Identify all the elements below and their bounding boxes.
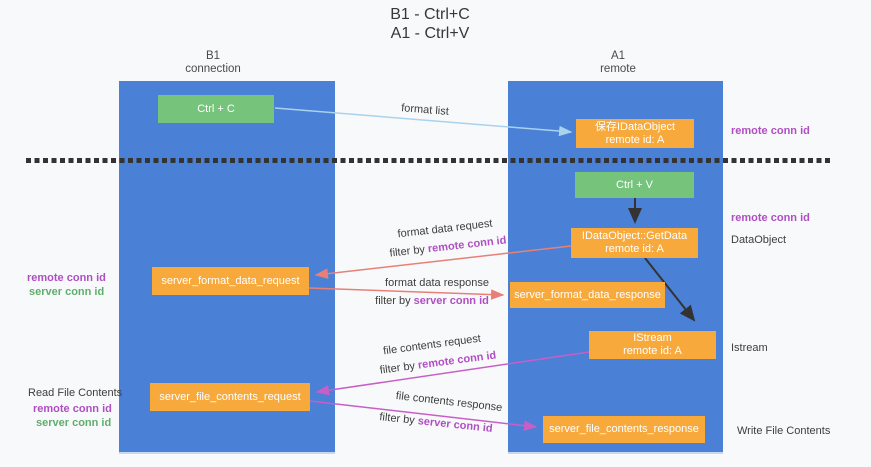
server-file-contents-response-node: server_file_contents_response xyxy=(543,416,705,443)
filter-key-remote-conn-id: remote conn id xyxy=(427,234,507,256)
filter-by-text: filter by xyxy=(389,243,429,260)
idataobject-getdata-node: IDataObject::GetData remote id: A xyxy=(571,228,698,258)
title-line-b1: B1 - Ctrl+C xyxy=(390,6,470,23)
annotation-left-server-conn-id: server conn id xyxy=(29,286,105,298)
right-column-header: A1 remote xyxy=(558,50,678,76)
save-idataobject-line2: remote id: A xyxy=(605,133,665,146)
ctrl-v-label: Ctrl + V xyxy=(616,178,653,191)
right-column-role: remote xyxy=(600,63,636,75)
left-column-header: B1 connection xyxy=(153,50,273,76)
annotation-remote-conn-id-mid: remote conn id xyxy=(731,212,810,224)
right-column-name: A1 xyxy=(610,50,626,62)
annotation-dataobject: DataObject xyxy=(731,234,787,246)
istream-line1: IStream xyxy=(633,332,672,344)
server-file-contents-request-label: server_file_contents_request xyxy=(159,390,301,403)
annotation-read-remote-conn-id: remote conn id xyxy=(33,403,112,415)
filter-key-server-conn-id: server conn id xyxy=(413,295,489,307)
left-column-role: connection xyxy=(185,63,241,75)
server-format-data-response-label: server_format_data_response xyxy=(514,288,661,301)
annotation-read-file-contents: Read File Contents xyxy=(28,387,123,399)
filter-key-remote-conn-id: remote conn id xyxy=(417,349,497,372)
server-file-contents-response-label: server_file_contents_response xyxy=(549,423,699,435)
ctrl-c-label: Ctrl + C xyxy=(197,102,235,115)
ctrl-c-node: Ctrl + C xyxy=(158,95,274,123)
server-file-contents-request-node: server_file_contents_request xyxy=(150,383,310,411)
server-format-data-response-node: server_format_data_response xyxy=(510,282,665,308)
istream-node: IStream remote id: A xyxy=(589,331,716,359)
annotation-left-remote-conn-id: remote conn id xyxy=(27,272,106,284)
format-data-response-arrow xyxy=(308,287,505,300)
filter-by-text: filter by xyxy=(378,411,419,428)
filter-key-server-conn-id: server conn id xyxy=(417,415,494,435)
edge-label-file-contents-response-filter: filter by server conn id xyxy=(379,411,493,435)
ctrl-v-node: Ctrl + V xyxy=(575,172,694,198)
filter-by-text: filter by xyxy=(375,295,414,307)
title-line-a1: A1 - Ctrl+V xyxy=(390,25,470,42)
getdata-line1: IDataObject::GetData xyxy=(581,230,688,242)
server-format-data-request-node: server_format_data_request xyxy=(152,267,309,295)
annotation-write-file-contents: Write File Contents xyxy=(737,425,831,437)
server-format-data-request-label: server_format_data_request xyxy=(161,274,300,287)
getdata-line2: remote id: A xyxy=(605,243,664,255)
edge-label-format-data-response: format data response xyxy=(385,277,489,289)
left-column-name: B1 xyxy=(205,50,221,62)
annotation-read-server-conn-id: server conn id xyxy=(36,417,112,429)
edge-label-format-list: format list xyxy=(400,102,450,118)
annotation-istream: Istream xyxy=(731,342,768,354)
edge-label-format-data-response-filter: filter by server conn id xyxy=(375,295,489,307)
istream-line2: remote id: A xyxy=(623,345,682,357)
save-idataobject-line1: 保存IDataObject xyxy=(594,120,676,133)
edge-label-file-contents-response: file contents response xyxy=(395,389,503,415)
annotation-remote-conn-id-top: remote conn id xyxy=(731,125,810,137)
diagram-title: B1 - Ctrl+C A1 - Ctrl+V xyxy=(0,5,860,43)
phase-separator-dashed-line xyxy=(26,158,832,163)
filter-by-text: filter by xyxy=(379,359,419,377)
save-idataobject-node: 保存IDataObject remote id: A xyxy=(576,119,694,148)
